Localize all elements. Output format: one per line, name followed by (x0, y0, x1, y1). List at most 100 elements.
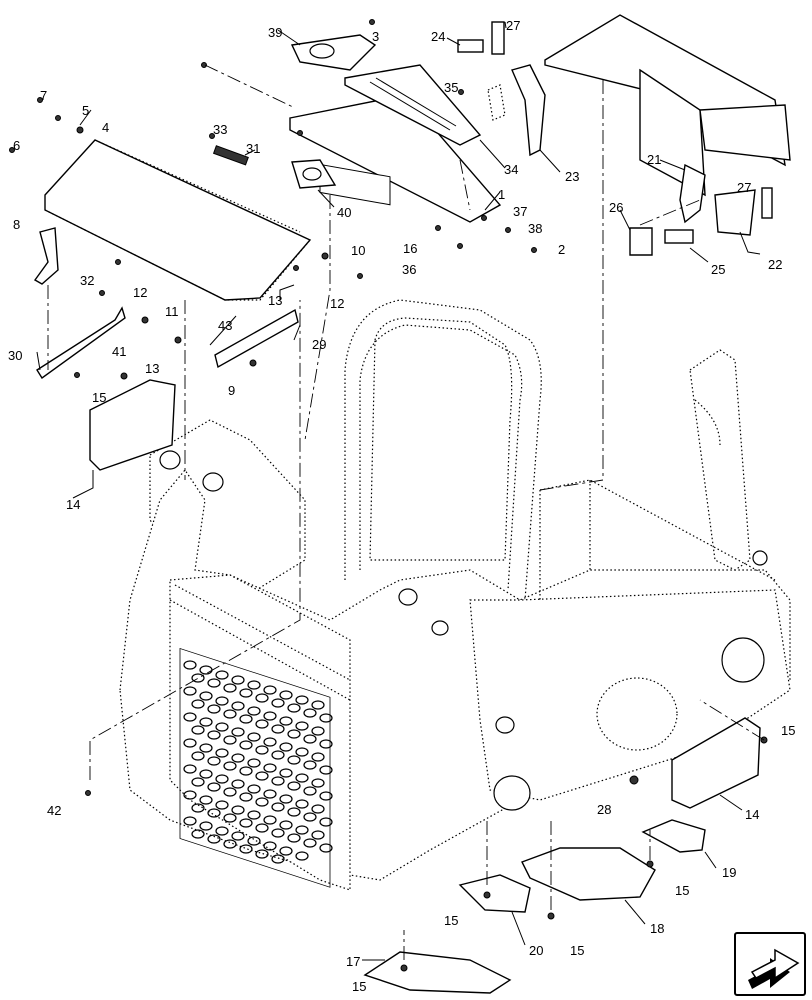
block-27 (491, 21, 505, 55)
grille-slot (303, 734, 317, 744)
callout-label: 38 (528, 221, 542, 236)
callout-label: 30 (8, 348, 22, 363)
grille-slot (279, 846, 293, 856)
grille-slot (191, 699, 205, 709)
block-24 (457, 39, 484, 53)
front-grille (179, 647, 331, 888)
grille-slot (239, 688, 253, 698)
grille-slot (279, 794, 293, 804)
next-page-arrow-icon[interactable] (734, 932, 806, 996)
grille-slot (271, 776, 285, 786)
grille-slot (183, 764, 197, 774)
bracket-8 (33, 227, 59, 285)
callout-label: 18 (650, 921, 664, 936)
cover-17 (363, 951, 512, 994)
callout-label: 15 (92, 390, 106, 405)
bracket-23 (511, 64, 546, 157)
callout-label: 43 (218, 318, 232, 333)
grille-slot (231, 701, 245, 711)
callout-label: 13 (268, 293, 282, 308)
callout-label: 19 (722, 865, 736, 880)
grille-slot (255, 719, 269, 729)
grille-slot (215, 670, 229, 680)
grille-slot (279, 768, 293, 778)
grille-slot (295, 747, 309, 757)
grille-slot (239, 792, 253, 802)
grille-slot (223, 787, 237, 797)
grille-slot (255, 797, 269, 807)
grille-slot (215, 800, 229, 810)
callout-label: 27 (737, 180, 751, 195)
callout-label: 1 (498, 187, 505, 202)
callout-label: 40 (337, 205, 351, 220)
callout-label: 7 (40, 88, 47, 103)
callout-label: 10 (351, 243, 365, 258)
grille-slot (271, 802, 285, 812)
grille-slot (199, 821, 213, 831)
callout-label: 35 (444, 80, 458, 95)
grille-slot (247, 784, 261, 794)
grille-slot (271, 828, 285, 838)
grille-slot (255, 693, 269, 703)
grille-slot (287, 807, 301, 817)
grille-slot (247, 836, 261, 846)
grille-slot (199, 717, 213, 727)
grille-slot (239, 844, 253, 854)
grille-slot (183, 660, 197, 670)
bracket-21 (679, 163, 706, 224)
grille-slot (255, 745, 269, 755)
plate-22 (714, 189, 756, 236)
grille-slot (263, 711, 277, 721)
grille-slot (199, 743, 213, 753)
grille-slot (207, 704, 221, 714)
grille-slot (319, 739, 333, 749)
centerlines (47, 64, 765, 960)
callout-label: 14 (66, 497, 80, 512)
callout-label: 32 (80, 273, 94, 288)
callout-label: 29 (312, 337, 326, 352)
callout-label: 17 (346, 954, 360, 969)
callout-label: 41 (112, 344, 126, 359)
grille-slot (215, 722, 229, 732)
grille-slot (231, 675, 245, 685)
grille-slot (311, 778, 325, 788)
grille-slot (207, 782, 221, 792)
grille-slot (223, 813, 237, 823)
grille-slot (319, 843, 333, 853)
chassis-body (119, 299, 791, 891)
callout-label: 33 (213, 122, 227, 137)
callout-label: 37 (513, 204, 527, 219)
cover-14-left (89, 379, 176, 471)
grille-slot (183, 816, 197, 826)
grille-slot (199, 795, 213, 805)
callout-label: 5 (82, 103, 89, 118)
callout-label: 2 (558, 242, 565, 257)
bar-30 (36, 306, 126, 380)
grille-slot (215, 696, 229, 706)
grille-slot (255, 849, 269, 859)
grille-slot (287, 729, 301, 739)
grille-slot (191, 673, 205, 683)
grille-slot (207, 834, 221, 844)
callout-label: 9 (228, 383, 235, 398)
grille-slot (207, 756, 221, 766)
grille-slot (319, 791, 333, 801)
callout-label: 26 (609, 200, 623, 215)
grille-pattern (183, 660, 333, 864)
grille-slot (263, 789, 277, 799)
grille-slot (279, 742, 293, 752)
grille-slot (207, 808, 221, 818)
grille-slot (319, 817, 333, 827)
grille-slot (303, 760, 317, 770)
grille-slot (183, 738, 197, 748)
callout-label: 13 (145, 361, 159, 376)
grille-slot (311, 830, 325, 840)
grille-slot (223, 683, 237, 693)
callout-label: 28 (597, 802, 611, 817)
grille-slot (311, 752, 325, 762)
grille-slot (183, 686, 197, 696)
grille-slot (191, 829, 205, 839)
grille-slot (223, 761, 237, 771)
grille-slot (263, 841, 277, 851)
